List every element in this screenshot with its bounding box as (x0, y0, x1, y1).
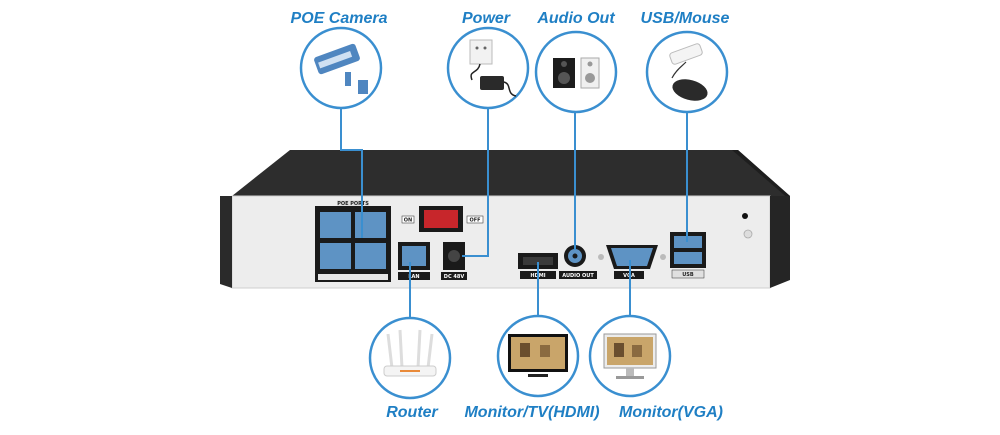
camera-icon (314, 43, 368, 94)
usb-mouse-label: USB/Mouse (640, 10, 730, 27)
poe-port-3[interactable] (320, 243, 351, 269)
poe-camera-circle (299, 26, 383, 110)
nvr-top-cover (232, 150, 790, 196)
poe-port-1[interactable] (320, 212, 351, 238)
lan-label: LAN (408, 274, 419, 280)
power-switch[interactable] (424, 210, 458, 228)
audio-port-hole (572, 253, 578, 259)
lan-port[interactable] (402, 246, 426, 266)
poe-camera-label: POE Camera (290, 10, 388, 27)
usb-port-2[interactable] (674, 252, 702, 264)
nvr-left-edge (220, 196, 232, 288)
off-label: OFF (469, 218, 480, 224)
usb-label: USB (682, 272, 694, 278)
poe-port-tabs (318, 274, 388, 280)
nvr-top-edge (732, 150, 790, 200)
dc-label: DC 48V (444, 274, 465, 280)
mouse-icon (669, 43, 708, 101)
power-circle (446, 26, 530, 110)
audio-out-label: Audio Out (537, 10, 615, 27)
poe-port-2[interactable] (355, 212, 386, 238)
power-label: Power (461, 10, 511, 27)
audio-label: AUDIO OUT (562, 273, 594, 279)
audio-label-box (559, 271, 597, 279)
usb-label-box (671, 269, 705, 279)
line-poe-camera (340, 108, 363, 238)
connector-lines (340, 108, 688, 320)
ground-screw (743, 229, 753, 239)
reset-hole[interactable] (742, 213, 748, 219)
power-adapter-icon (469, 39, 517, 97)
dc-port[interactable] (448, 250, 460, 262)
poe-ports-label: POE PORTS (337, 201, 369, 207)
router-label: Router (386, 404, 438, 421)
speaker-icon (553, 57, 600, 89)
hdmi-port[interactable] (523, 257, 553, 265)
usb-mouse-circle (645, 30, 729, 114)
poe-ports-label-bg (337, 200, 369, 206)
on-label-box (401, 215, 415, 224)
monitor-vga-label: Monitor(VGA) (619, 404, 723, 421)
poe-port-4[interactable] (355, 243, 386, 269)
monitor-icon (603, 333, 657, 379)
vga-screw-left (598, 254, 604, 260)
vga-port[interactable] (611, 248, 653, 266)
off-label-box (466, 215, 484, 224)
on-label: ON (404, 218, 412, 224)
router-icon (383, 329, 437, 377)
audio-out-circle (534, 30, 618, 114)
lan-label-box (398, 272, 430, 280)
tv-icon (508, 334, 568, 377)
vga-screw-right (660, 254, 666, 260)
line-power (462, 108, 489, 257)
router-circle (368, 316, 452, 400)
nvr-side (770, 196, 790, 288)
monitor-hdmi-label: Monitor/TV(HDMI) (464, 404, 600, 421)
dc-label-box (441, 272, 467, 280)
